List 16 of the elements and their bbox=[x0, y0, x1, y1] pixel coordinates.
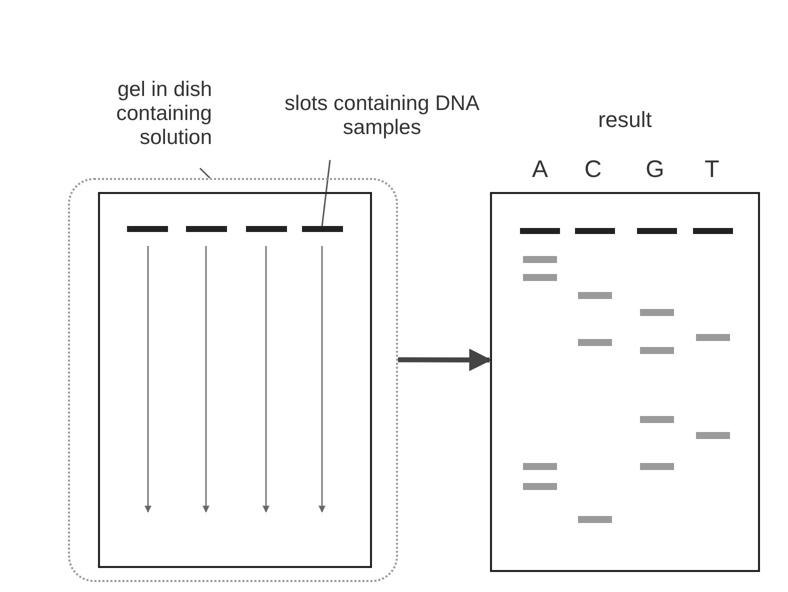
callout-text: slots containing DNA samples bbox=[284, 92, 480, 140]
lane-label: G bbox=[644, 158, 666, 182]
sample-slot bbox=[246, 226, 287, 232]
gel-slab bbox=[98, 192, 372, 568]
sample-slot bbox=[127, 226, 168, 232]
lane-label: A bbox=[530, 158, 549, 182]
callout-text: gel in dish containing solution bbox=[115, 78, 212, 150]
arrow bbox=[398, 348, 492, 372]
sample-slot bbox=[302, 226, 343, 232]
panel-heading: result bbox=[597, 108, 653, 132]
lane-label: C bbox=[583, 158, 603, 182]
leader-line bbox=[321, 160, 331, 226]
leader-line bbox=[199, 168, 210, 179]
sample-slot bbox=[186, 226, 227, 232]
lane-label: T bbox=[704, 158, 720, 182]
dish-outline bbox=[68, 178, 398, 582]
